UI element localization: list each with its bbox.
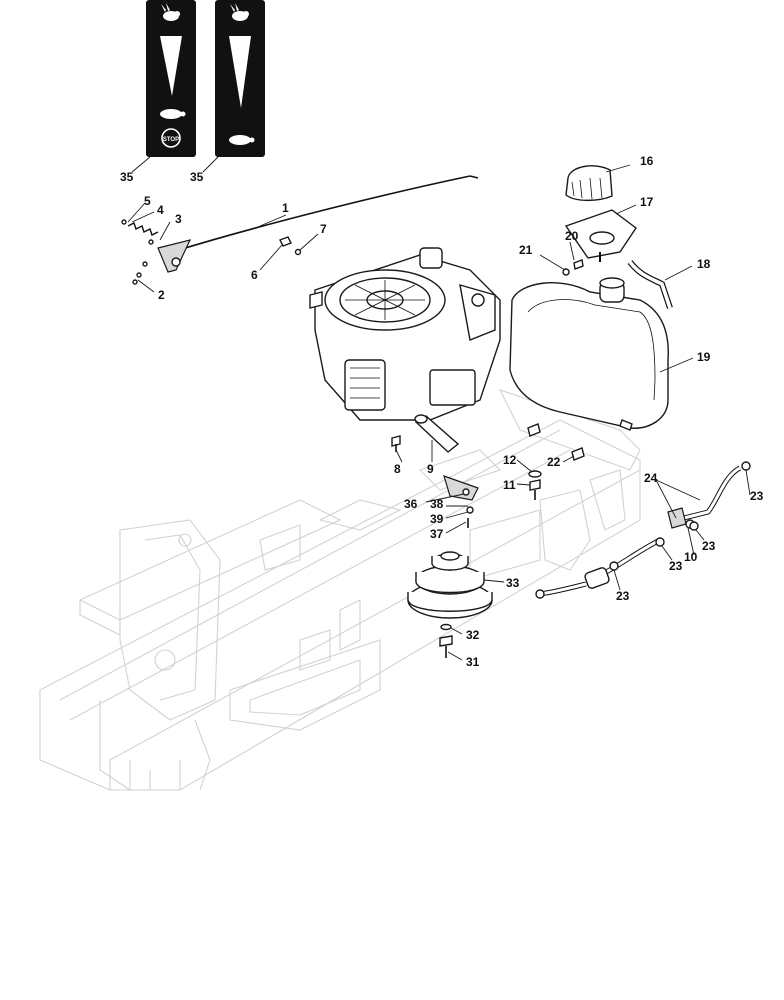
callout-35-right: 35 <box>190 170 204 184</box>
callout-7: 7 <box>320 222 327 236</box>
callout-16: 16 <box>640 154 654 168</box>
callout-36: 36 <box>404 497 418 511</box>
turtle-icon <box>229 135 255 145</box>
callout-24: 24 <box>644 471 658 485</box>
rabbit-icon <box>230 3 249 21</box>
stop-icon: STOP <box>161 128 181 148</box>
callout-23-a: 23 <box>750 489 764 503</box>
callout-8: 8 <box>394 462 401 476</box>
pulley <box>407 551 493 619</box>
chassis-frame <box>39 389 641 791</box>
callout-23-c: 23 <box>669 559 683 573</box>
callout-38: 38 <box>430 497 444 511</box>
throttle-lever <box>157 239 192 273</box>
callout-31: 31 <box>466 655 480 669</box>
small-screws <box>121 219 302 285</box>
decal-speed-stop: STOP <box>146 0 196 157</box>
speed-wedge-icon <box>229 36 251 108</box>
bracket-36 <box>443 475 479 528</box>
callout-labels: 35 35 1 2 3 4 5 6 7 8 9 10 11 12 16 17 1… <box>120 154 764 669</box>
leader-lines <box>127 156 751 661</box>
spring <box>127 222 159 236</box>
vent-hose <box>627 260 673 309</box>
callout-4: 4 <box>157 203 164 217</box>
hose-clamps <box>535 461 751 599</box>
callout-37: 37 <box>430 527 444 541</box>
callout-3: 3 <box>175 212 182 226</box>
callout-12: 12 <box>503 453 517 467</box>
callout-33: 33 <box>506 576 520 590</box>
fuel-filter <box>584 567 610 589</box>
callout-10: 10 <box>684 550 698 564</box>
callout-23-b: 23 <box>702 539 716 553</box>
callout-5: 5 <box>144 194 151 208</box>
callout-19: 19 <box>697 350 711 364</box>
callout-17: 17 <box>640 195 654 209</box>
callout-32: 32 <box>466 628 480 642</box>
stop-text: STOP <box>163 137 179 143</box>
callout-22: 22 <box>547 455 561 469</box>
bolts-11-12-22 <box>527 423 585 500</box>
fuel-cap <box>565 165 613 202</box>
callout-1: 1 <box>282 201 289 215</box>
bolt-8 <box>391 435 401 452</box>
speed-wedge-icon <box>160 36 182 96</box>
callout-21: 21 <box>519 243 533 257</box>
fuel-funnel <box>564 209 637 262</box>
callout-18: 18 <box>697 257 711 271</box>
callout-35-left: 35 <box>120 170 134 184</box>
callout-9: 9 <box>427 462 434 476</box>
drive-shaft <box>414 414 460 453</box>
tank-fasteners <box>562 259 584 276</box>
bolt-31-32 <box>439 623 453 658</box>
callout-6: 6 <box>251 268 258 282</box>
rabbit-icon <box>161 3 180 21</box>
callout-11: 11 <box>503 478 516 492</box>
callout-20: 20 <box>565 229 579 243</box>
engine <box>309 247 501 421</box>
callout-2: 2 <box>158 288 165 302</box>
decal-speed <box>215 0 265 157</box>
throttle-cable <box>171 175 479 253</box>
callout-39: 39 <box>430 512 444 526</box>
fuel-tank <box>509 277 669 431</box>
turtle-icon <box>160 109 186 119</box>
callout-23-d: 23 <box>616 589 630 603</box>
